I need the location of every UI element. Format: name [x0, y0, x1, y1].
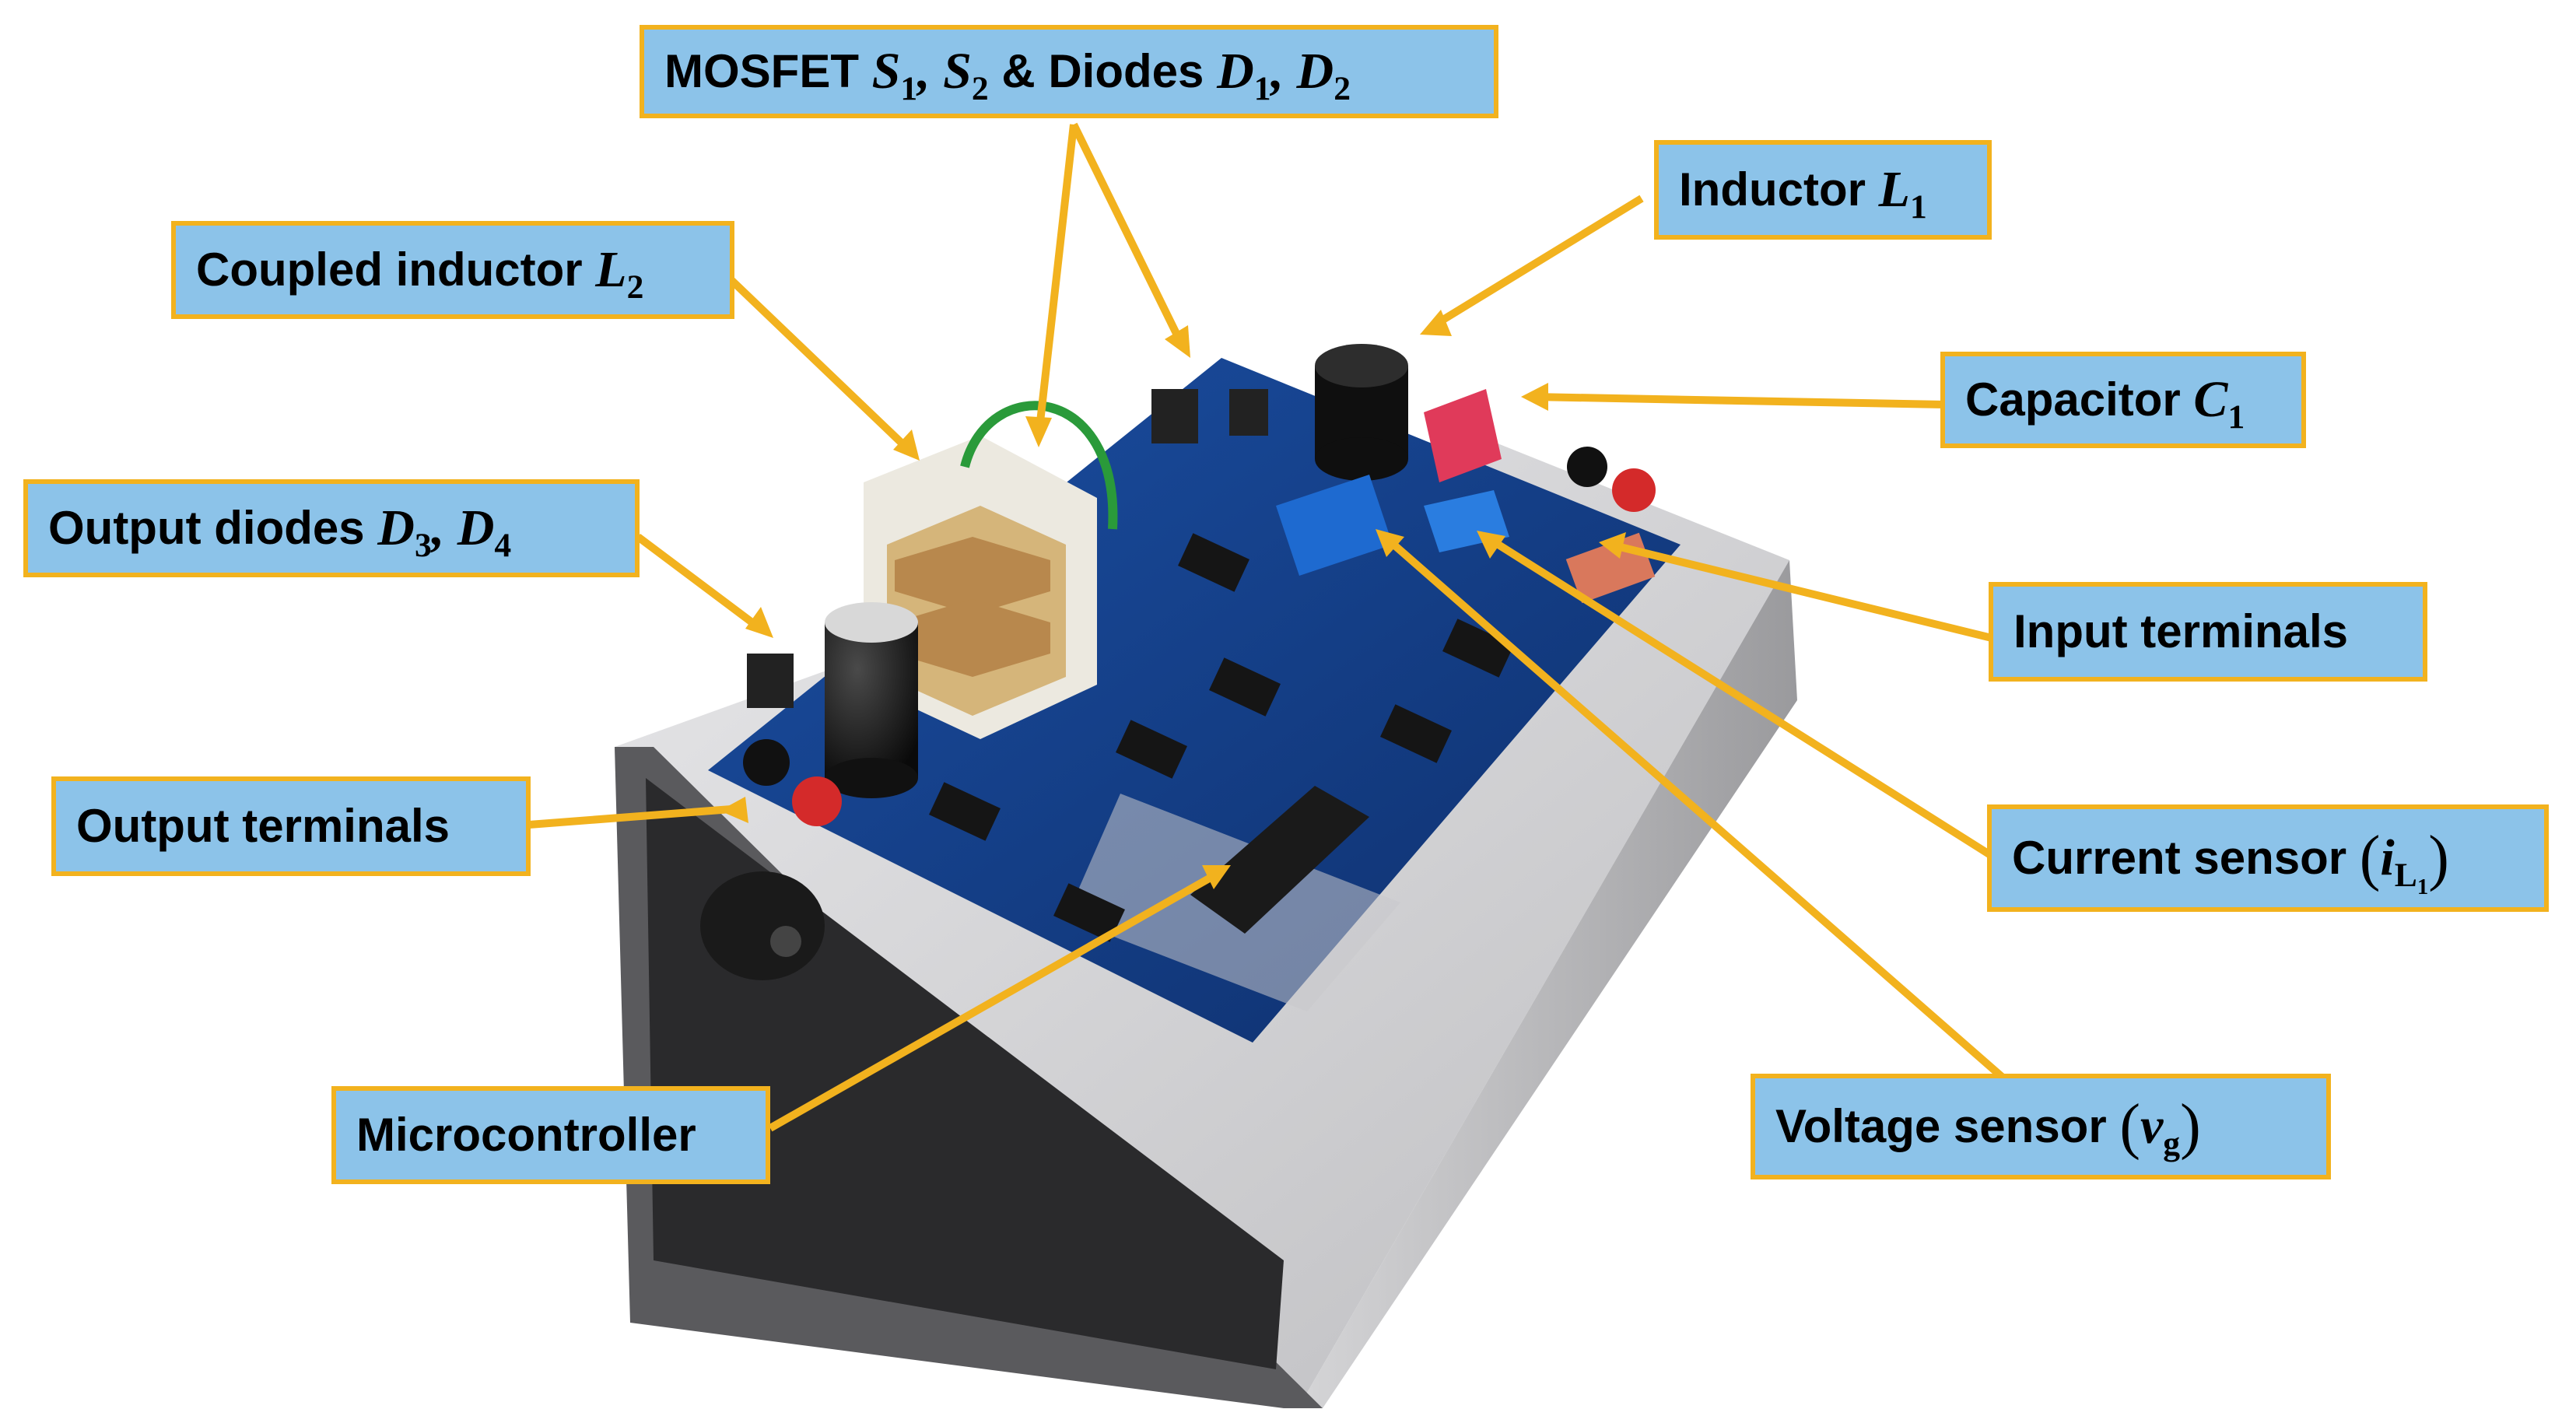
voltage-sensor-symbol: vg [2140, 1098, 2181, 1162]
mosfet-shapes [747, 389, 1268, 708]
callout-output-diodes: Output diodes D3, D4 [23, 479, 640, 577]
voltage-sensor-close-paren: ) [2180, 1092, 2201, 1161]
current-sensor-close-paren: ) [2428, 824, 2449, 892]
callout-input-terminals: Input terminals [1989, 582, 2427, 682]
callout-capacitor-text: Capacitor [1965, 373, 2181, 426]
callout-output-terminals-text: Output terminals [76, 800, 450, 852]
current-sensor-open-paren: ( [2359, 824, 2381, 892]
inductor-l1-symbol: L1 [1878, 161, 1927, 226]
ic-chips [929, 533, 1514, 942]
callout-coupled-inductor: Coupled inductor L2 [171, 221, 734, 319]
green-wire [960, 401, 1118, 530]
callout-microcontroller-text: Microcontroller [356, 1109, 696, 1161]
callout-diodes-text: & Diodes [1001, 45, 1204, 97]
callout-capacitor-c1: Capacitor C1 [1940, 352, 2306, 448]
output-diodes-symbol: D3, D4 [377, 499, 512, 564]
callout-output-terminals: Output terminals [51, 776, 531, 876]
leader-lines [528, 122, 2010, 1132]
callout-voltage-sensor: Voltage sensor ( vg ) [1751, 1074, 2331, 1179]
output-terminal-shapes [743, 739, 842, 826]
callout-current-sensor-text: Current sensor [2012, 832, 2347, 884]
capacitor-c1-symbol: C1 [2193, 371, 2245, 436]
callout-mosfet-text: MOSFET [664, 45, 859, 97]
callout-voltage-sensor-text: Voltage sensor [1775, 1100, 2107, 1152]
current-sensor-shape [1276, 475, 1393, 576]
inductor-l1-shape [1315, 344, 1408, 481]
callout-input-terminals-text: Input terminals [2013, 605, 2349, 657]
diode-d-symbol: D1, D2 [1217, 43, 1351, 107]
callout-inductor-text: Inductor [1679, 163, 1866, 216]
callout-mosfet-diodes: MOSFET S1, S2 & Diodes D1, D2 [640, 25, 1498, 118]
output-capacitor-shape [825, 602, 918, 798]
callout-coupled-text: Coupled inductor [196, 244, 583, 296]
callout-output-diodes-text: Output diodes [48, 502, 365, 554]
capacitor-c1-shape [1424, 389, 1502, 482]
microcontroller-shape [1190, 786, 1369, 934]
callout-microcontroller: Microcontroller [331, 1086, 770, 1184]
coupled-l2-symbol: L2 [595, 241, 644, 306]
callout-current-sensor: Current sensor ( iL1 ) [1987, 804, 2549, 912]
coupled-inductor-shape [864, 436, 1097, 739]
callout-inductor-l1: Inductor L1 [1654, 140, 1992, 240]
mosfet-s-symbol: S1, S2 [871, 43, 989, 107]
voltage-sensor-open-paren: ( [2119, 1092, 2140, 1161]
current-sensor-symbol: iL1 [2380, 829, 2429, 899]
arrowheads [720, 310, 1626, 889]
